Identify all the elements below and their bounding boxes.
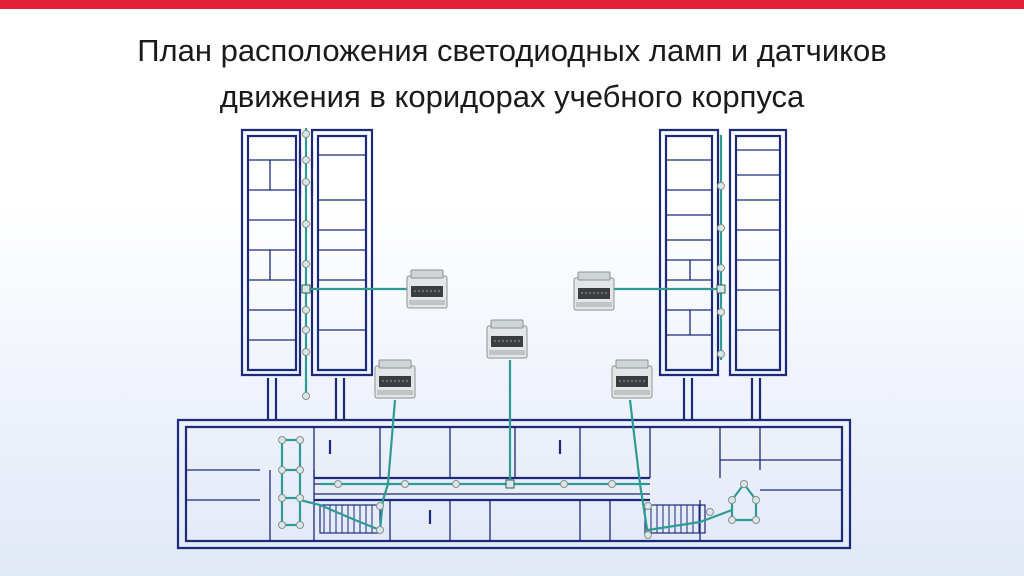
left-wing bbox=[240, 128, 374, 420]
controller-lower-right bbox=[611, 359, 653, 399]
controller-lower-left bbox=[374, 359, 416, 399]
slide-title: План расположения светодиодных ламп и да… bbox=[0, 28, 1024, 120]
led-lamps bbox=[278, 130, 760, 539]
controller-top-right bbox=[573, 271, 615, 311]
title-line-2: движения в коридорах учебного корпуса bbox=[219, 79, 805, 114]
accent-bar bbox=[0, 0, 1024, 9]
right-wing bbox=[658, 128, 788, 420]
main-block bbox=[176, 418, 852, 550]
controller-top-left bbox=[406, 269, 448, 309]
controller-center bbox=[486, 319, 528, 359]
title-line-1: План расположения светодиодных ламп и да… bbox=[137, 33, 887, 68]
